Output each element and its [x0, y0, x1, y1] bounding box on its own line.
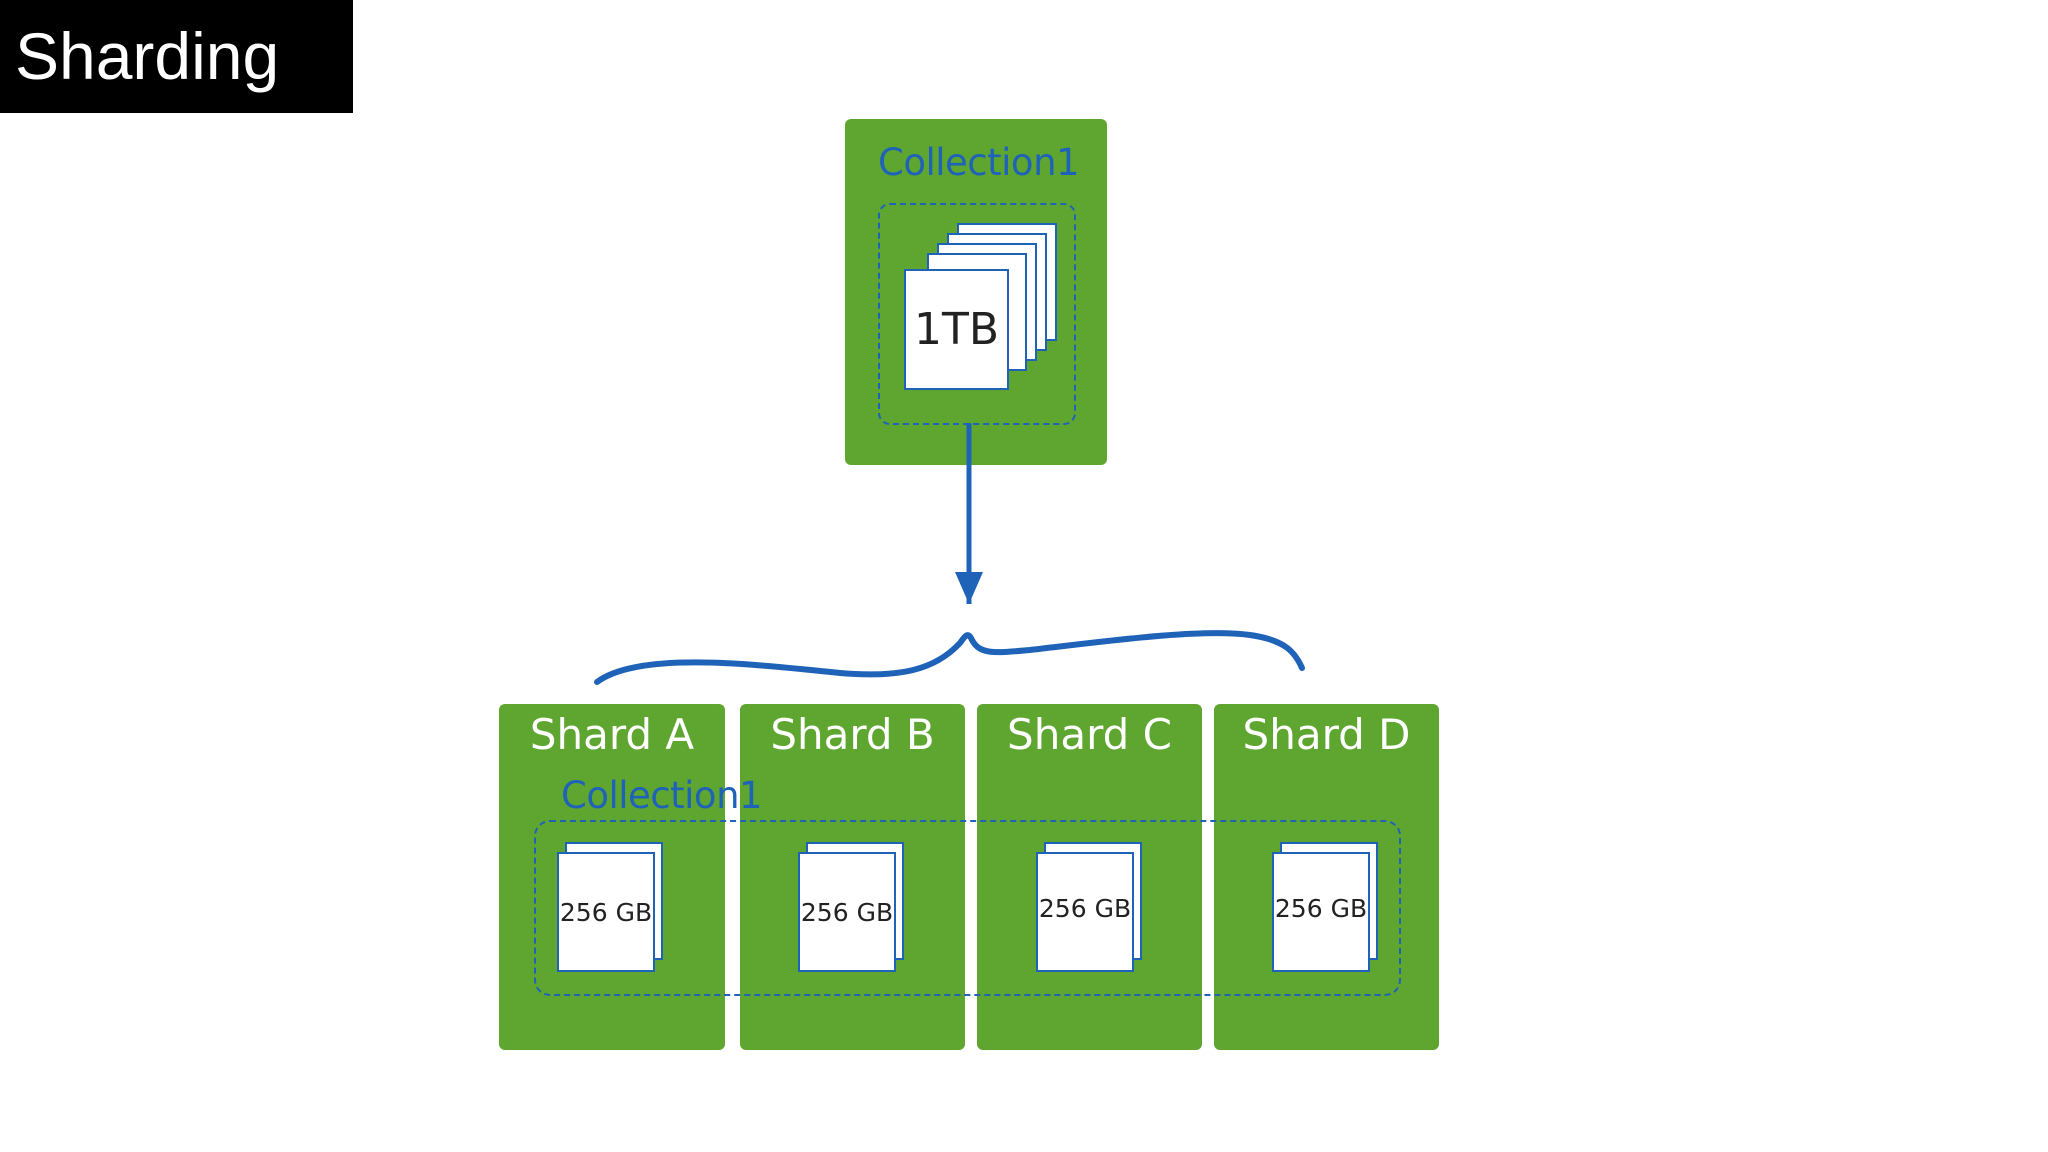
source-collection-border — [878, 203, 1076, 425]
split-arrow-head — [955, 572, 983, 604]
shard-b-box: Shard B 256 GB — [740, 704, 965, 1050]
shard-b-name: Shard B — [770, 710, 935, 759]
shard-c-size-label: 256 GB — [1036, 852, 1134, 972]
shard-a-name: Shard A — [529, 710, 695, 759]
source-collection-label: Collection1 — [878, 141, 1080, 184]
shard-a-box: Shard A 256 GB — [499, 704, 725, 1050]
source-collection-box: Collection1 1TB — [845, 119, 1107, 465]
distributed-collection-border — [534, 820, 1401, 996]
slide-title: Sharding — [0, 0, 353, 113]
source-size-label: 1TB — [904, 269, 1009, 390]
shard-brace — [594, 630, 1305, 685]
distributed-collection-label: Collection1 — [561, 774, 763, 817]
shard-d-box: Shard D 256 GB — [1214, 704, 1439, 1050]
shard-c-name: Shard C — [1007, 710, 1172, 759]
shard-c-box: Shard C 256 GB — [977, 704, 1202, 1050]
shard-d-size-label: 256 GB — [1272, 852, 1370, 972]
shard-d-name: Shard D — [1242, 710, 1411, 759]
shard-a-size-label: 256 GB — [557, 852, 655, 972]
shard-b-size-label: 256 GB — [798, 852, 896, 972]
